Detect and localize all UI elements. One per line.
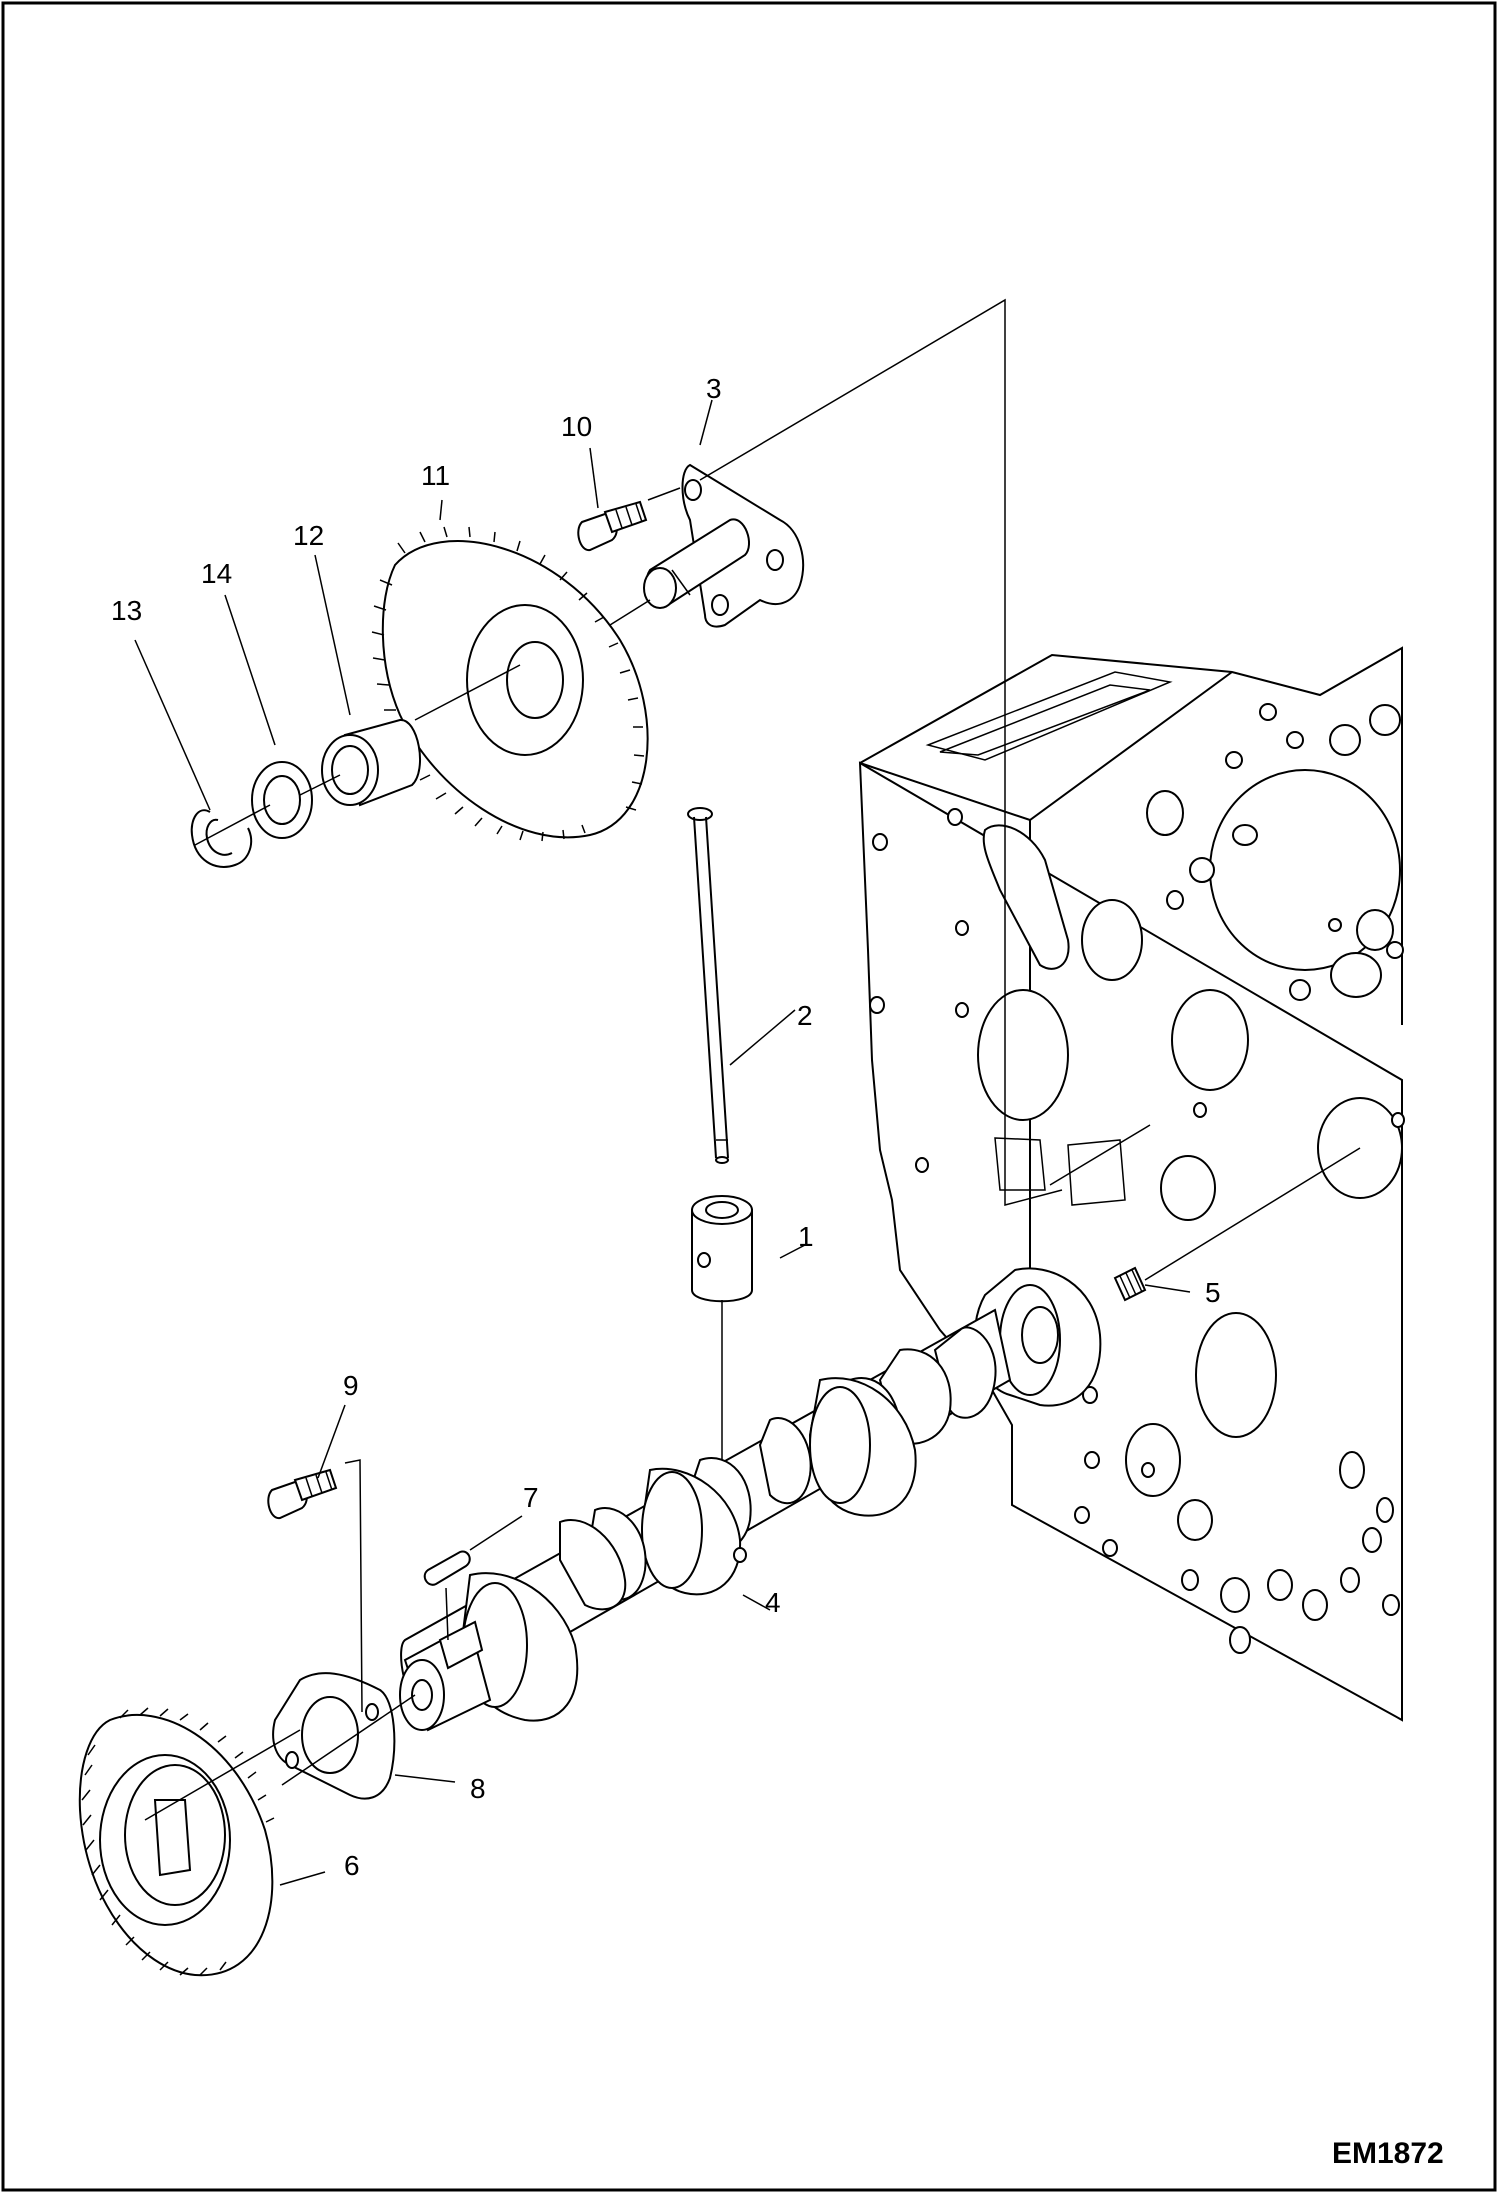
callout-14: 14 xyxy=(201,558,232,589)
cam-gear xyxy=(78,1707,301,1977)
collar xyxy=(251,761,341,839)
bolt-10 xyxy=(577,487,681,552)
idler-gear-shaft xyxy=(609,298,1151,1206)
callout-8: 8 xyxy=(470,1773,486,1804)
callout-7: 7 xyxy=(523,1482,539,1513)
callout-2: 2 xyxy=(797,1000,813,1031)
callout-9: 9 xyxy=(343,1370,359,1401)
callout-4: 4 xyxy=(765,1587,781,1618)
bolt-9 xyxy=(267,1459,363,1713)
key xyxy=(423,1550,471,1641)
callout-6: 6 xyxy=(344,1850,360,1881)
tappet xyxy=(691,1195,753,1460)
engine-block xyxy=(858,646,1405,1722)
camshaft xyxy=(399,1267,1102,1732)
snap-ring xyxy=(190,804,271,868)
callout-3: 3 xyxy=(706,373,722,404)
push-rod xyxy=(687,807,729,1164)
bushing xyxy=(321,718,421,807)
callout-12: 12 xyxy=(293,520,324,551)
callout-11: 11 xyxy=(421,460,450,491)
callout-10: 10 xyxy=(561,411,592,442)
callout-13: 13 xyxy=(111,595,142,626)
camshaft-stopper xyxy=(272,1672,416,1800)
set-screw xyxy=(1113,1147,1361,1302)
callout-5: 5 xyxy=(1205,1277,1221,1308)
callout-labels: 1 2 3 4 5 6 7 8 9 10 11 12 13 14 xyxy=(111,373,1221,1881)
figure-code: EM1872 xyxy=(1332,2137,1444,2170)
idler-gear xyxy=(371,526,649,842)
leader-lines xyxy=(134,399,1191,1886)
callout-1: 1 xyxy=(798,1221,814,1252)
